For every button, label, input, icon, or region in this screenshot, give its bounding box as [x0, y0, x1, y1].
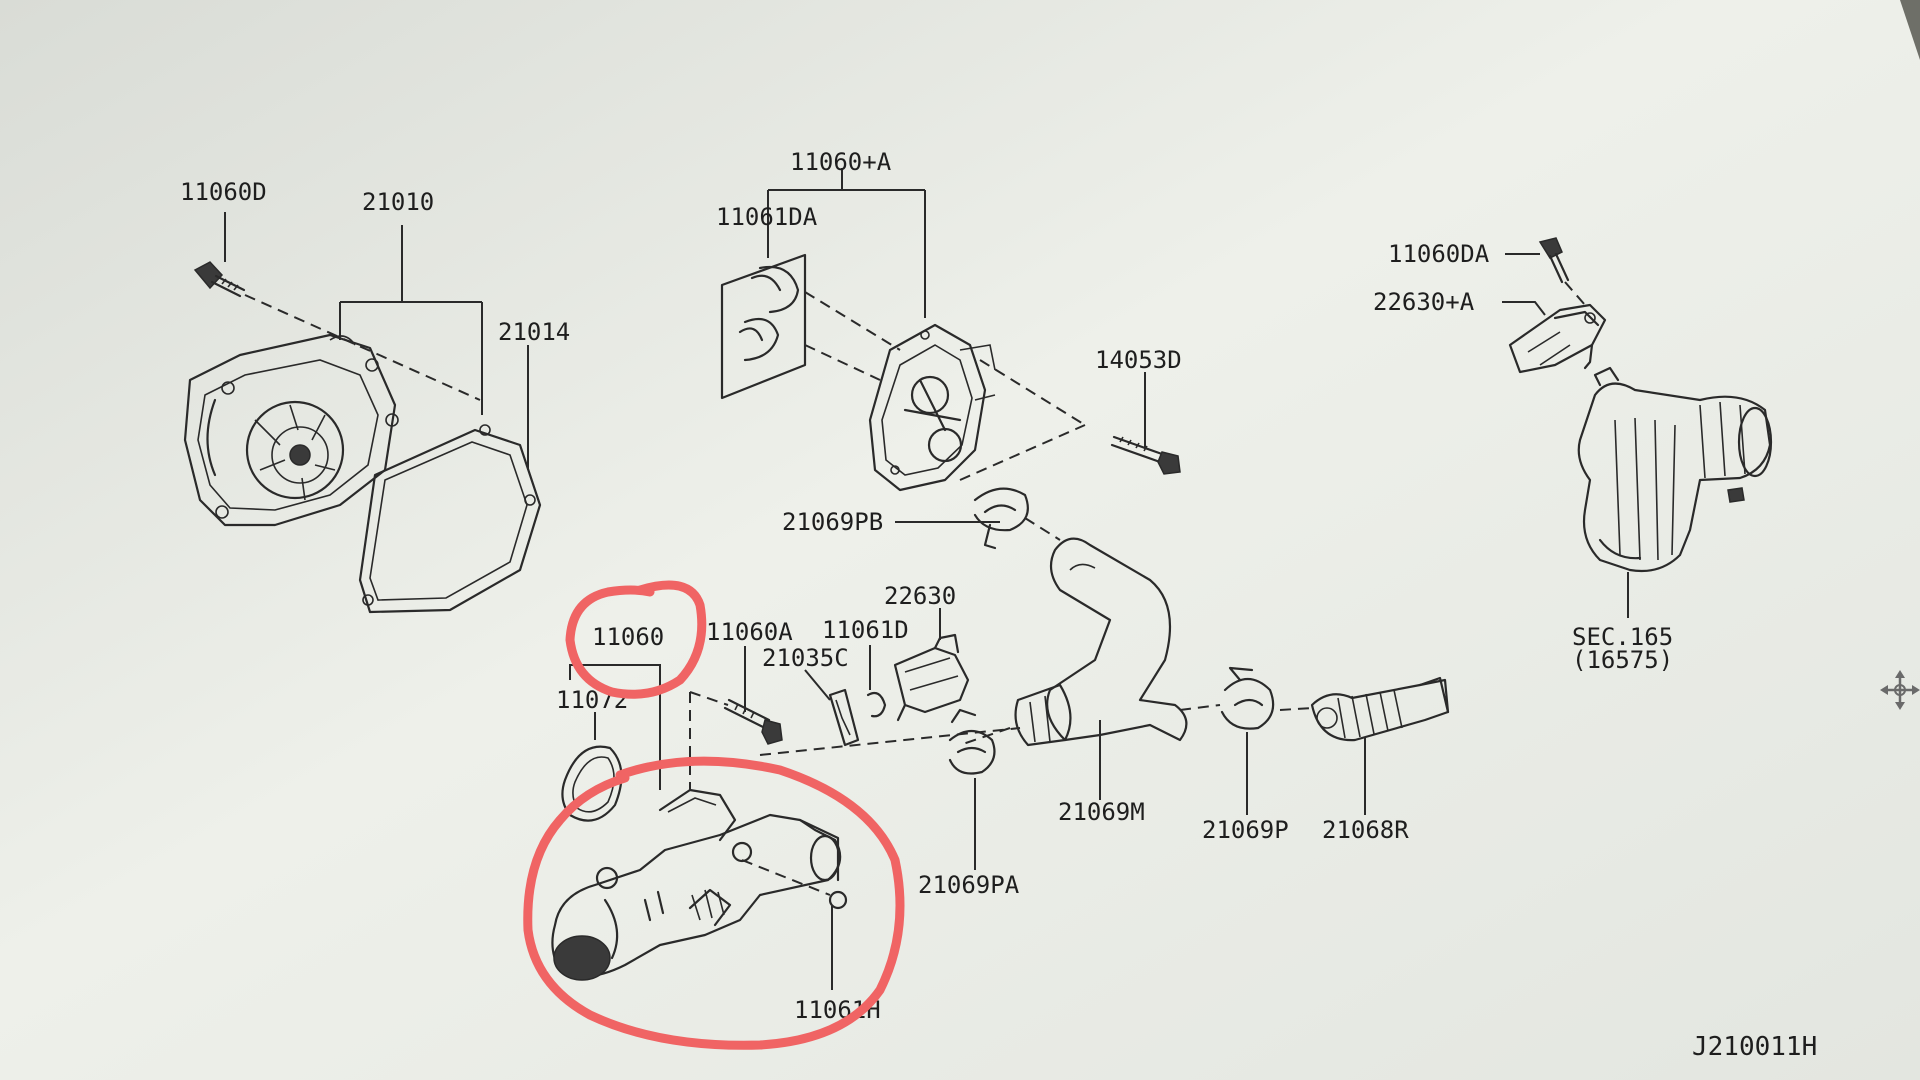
gasket-11061da-drawing	[720, 253, 807, 400]
clip-21035c-drawing	[828, 688, 860, 747]
label-21035c: 21035C	[762, 644, 849, 672]
air-duct-drawing	[1577, 366, 1773, 573]
move-cross-icon[interactable]	[1880, 670, 1920, 710]
bolt-14053d-drawing	[1110, 435, 1181, 475]
connector-21068r-drawing	[1310, 676, 1450, 742]
label-sec165-sub: (16575)	[1572, 646, 1673, 674]
highlight-circle-label	[565, 580, 707, 699]
bolt-11060a-drawing	[723, 698, 783, 745]
label-11061d: 11061D	[822, 616, 909, 644]
clamp-21069p-drawing	[1220, 666, 1275, 730]
diagram-labels: 11060D 21010 21014 11060+A 11061DA 14053…	[180, 148, 1817, 1062]
clamp-21069pa-drawing	[948, 708, 996, 775]
clamp-21069pb-drawing	[973, 487, 1029, 550]
thermostat-housing-drawing	[868, 323, 996, 492]
label-21010: 21010	[362, 188, 434, 216]
label-21014: 21014	[498, 318, 570, 346]
label-22630: 22630	[884, 582, 956, 610]
water-pump-drawing	[183, 333, 399, 527]
label-11060a-plus: 11060+A	[790, 148, 892, 176]
sensor-22630a-drawing	[1508, 303, 1607, 374]
label-11060a: 11060A	[706, 618, 793, 646]
label-22630a-plus: 22630+A	[1373, 288, 1475, 316]
gasket-drawing	[358, 424, 542, 614]
label-21069p: 21069P	[1202, 816, 1289, 844]
label-11060d: 11060D	[180, 178, 267, 206]
bolt-11061h-drawing	[828, 890, 848, 990]
label-11060: 11060	[592, 623, 664, 651]
hose-21069m-drawing	[1014, 537, 1188, 747]
label-21069pb: 21069PB	[782, 508, 883, 536]
label-14053d: 14053D	[1095, 346, 1182, 374]
label-21068r: 21068R	[1322, 816, 1409, 844]
bolt-11060d-drawing	[193, 261, 246, 298]
ring-11061d-drawing	[866, 691, 887, 718]
water-outlet-11060-drawing	[551, 788, 842, 981]
bolt-11060da-drawing	[1538, 237, 1570, 284]
sensor-22630-drawing	[893, 633, 970, 722]
label-21069pa: 21069PA	[918, 871, 1020, 899]
label-11061da: 11061DA	[716, 203, 818, 231]
diagram-code: J210011H	[1692, 1032, 1817, 1062]
highlight-circle-part	[523, 756, 905, 1050]
label-11060da: 11060DA	[1388, 240, 1490, 268]
label-21069m: 21069M	[1058, 798, 1145, 826]
label-sec165: SEC.165	[1572, 623, 1673, 651]
